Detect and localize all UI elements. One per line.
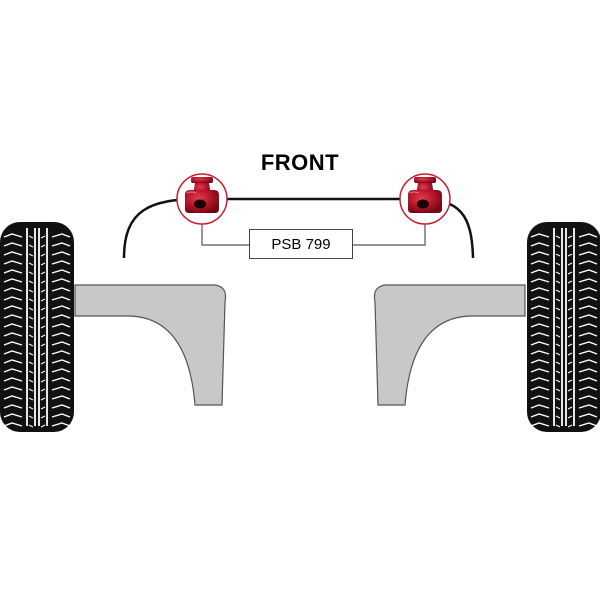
tyre-icon bbox=[0, 222, 74, 432]
leader-line-left bbox=[201, 215, 249, 246]
front-label: FRONT bbox=[260, 150, 340, 175]
polyurethane-bush-icon bbox=[399, 173, 451, 225]
leader-line-right bbox=[353, 215, 426, 246]
wheel-arch-right bbox=[373, 284, 526, 406]
part-number-label: PSB 799 bbox=[249, 229, 353, 259]
tyre-icon bbox=[527, 222, 600, 432]
polyurethane-bush-icon bbox=[176, 173, 228, 225]
wheel-arch-left bbox=[74, 284, 227, 406]
